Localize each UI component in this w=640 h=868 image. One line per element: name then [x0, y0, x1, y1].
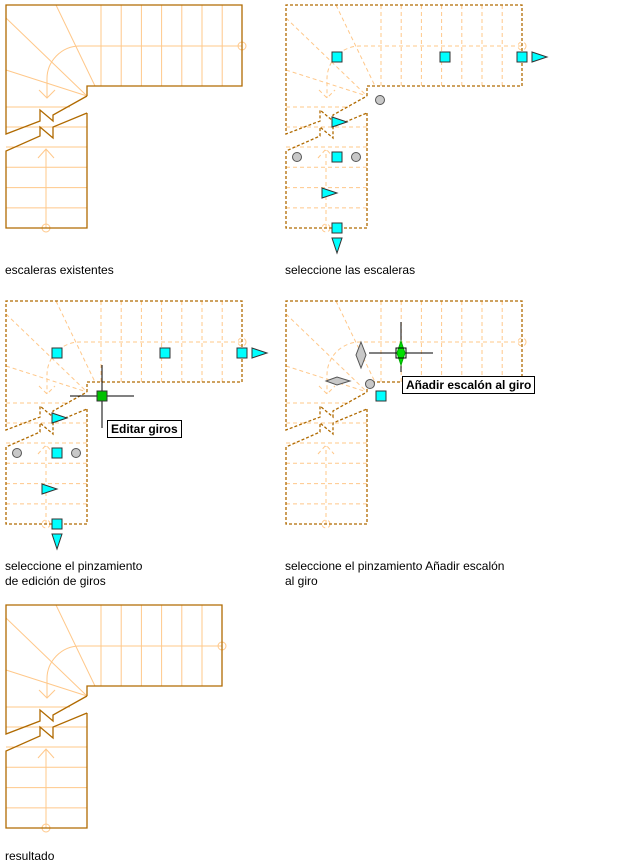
square-grip-icon — [51, 447, 63, 459]
lower-flight-outline — [5, 712, 88, 829]
square-grip-icon — [375, 390, 387, 402]
stair-plan — [5, 604, 227, 833]
square-grip-icon — [516, 51, 528, 63]
winder-line — [55, 4, 96, 87]
lower-flight-outline — [5, 112, 88, 229]
caption-result: resultado — [5, 849, 55, 863]
caption-select-add: seleccione el pinzamiento Añadir escalón… — [285, 559, 504, 589]
walk-line — [318, 341, 522, 395]
winder-line — [335, 300, 376, 383]
caption-select-edit: seleccione el pinzamiento de edición de … — [5, 559, 142, 589]
add-step-grip-icon — [396, 339, 406, 367]
winder-line — [335, 4, 376, 87]
tooltip-edit-winders: Editar giros — [107, 420, 182, 438]
winder-grip-icon — [292, 152, 302, 162]
winder-line — [285, 313, 368, 393]
arrow-grip-icon — [331, 237, 343, 255]
upper-flight-outline — [5, 300, 243, 431]
winder-grip-icon — [375, 95, 385, 105]
walk-line — [37, 148, 55, 228]
arrow-grip-icon — [41, 483, 59, 495]
square-grip-icon — [96, 390, 108, 402]
walk-line — [37, 748, 55, 828]
grip-cursor-box-icon — [395, 347, 407, 359]
square-grip-icon — [331, 151, 343, 163]
caption-line: de edición de giros — [5, 574, 106, 588]
winder-grip-icon — [71, 448, 81, 458]
square-grip-icon — [236, 347, 248, 359]
upper-flight-outline — [5, 604, 223, 735]
winder-line — [55, 300, 96, 383]
arrow-grip-icon — [531, 51, 549, 63]
winder-line — [55, 604, 96, 687]
walk-line — [38, 45, 242, 99]
caption-line: seleccione el pinzamiento Añadir escalón — [285, 559, 505, 573]
caption-line: al giro — [285, 574, 318, 588]
end-circle — [237, 337, 247, 347]
upper-flight-outline — [285, 300, 523, 431]
arrow-grip-icon — [251, 347, 269, 359]
tooltip-add-step: Añadir escalón al giro — [402, 376, 536, 394]
winder-grip-icon — [351, 152, 361, 162]
winder-grip-icon — [365, 379, 375, 389]
lower-flight-outline — [285, 408, 368, 525]
caption-select: seleccione las escaleras — [285, 263, 416, 277]
stair-plan — [285, 300, 527, 529]
square-grip-icon — [51, 518, 63, 530]
arrow-grip-icon — [51, 412, 69, 424]
upper-flight-outline — [285, 4, 523, 135]
stair-plan — [5, 4, 247, 233]
upper-flight-outline — [5, 4, 243, 135]
walk-line — [317, 444, 335, 524]
square-grip-icon — [51, 347, 63, 359]
walk-line — [318, 45, 522, 99]
winder-grip-icon — [324, 376, 352, 386]
arrow-grip-icon — [331, 116, 349, 128]
walk-line — [38, 645, 222, 699]
square-grip-icon — [331, 222, 343, 234]
walk-line — [38, 341, 242, 395]
winder-grip-icon — [355, 340, 367, 370]
square-grip-icon — [159, 347, 171, 359]
winder-line — [5, 617, 88, 697]
square-grip-icon — [439, 51, 451, 63]
winder-line — [5, 313, 88, 393]
square-grip-icon — [331, 51, 343, 63]
end-circle — [517, 41, 527, 51]
caption-existing: escaleras existentes — [5, 263, 114, 277]
arrow-grip-icon — [51, 533, 63, 551]
winder-grip-icon — [12, 448, 22, 458]
winder-line — [285, 17, 368, 97]
winder-line — [5, 17, 88, 97]
end-circle — [517, 337, 527, 347]
caption-line: seleccione el pinzamiento — [5, 559, 143, 573]
arrow-grip-icon — [321, 187, 339, 199]
